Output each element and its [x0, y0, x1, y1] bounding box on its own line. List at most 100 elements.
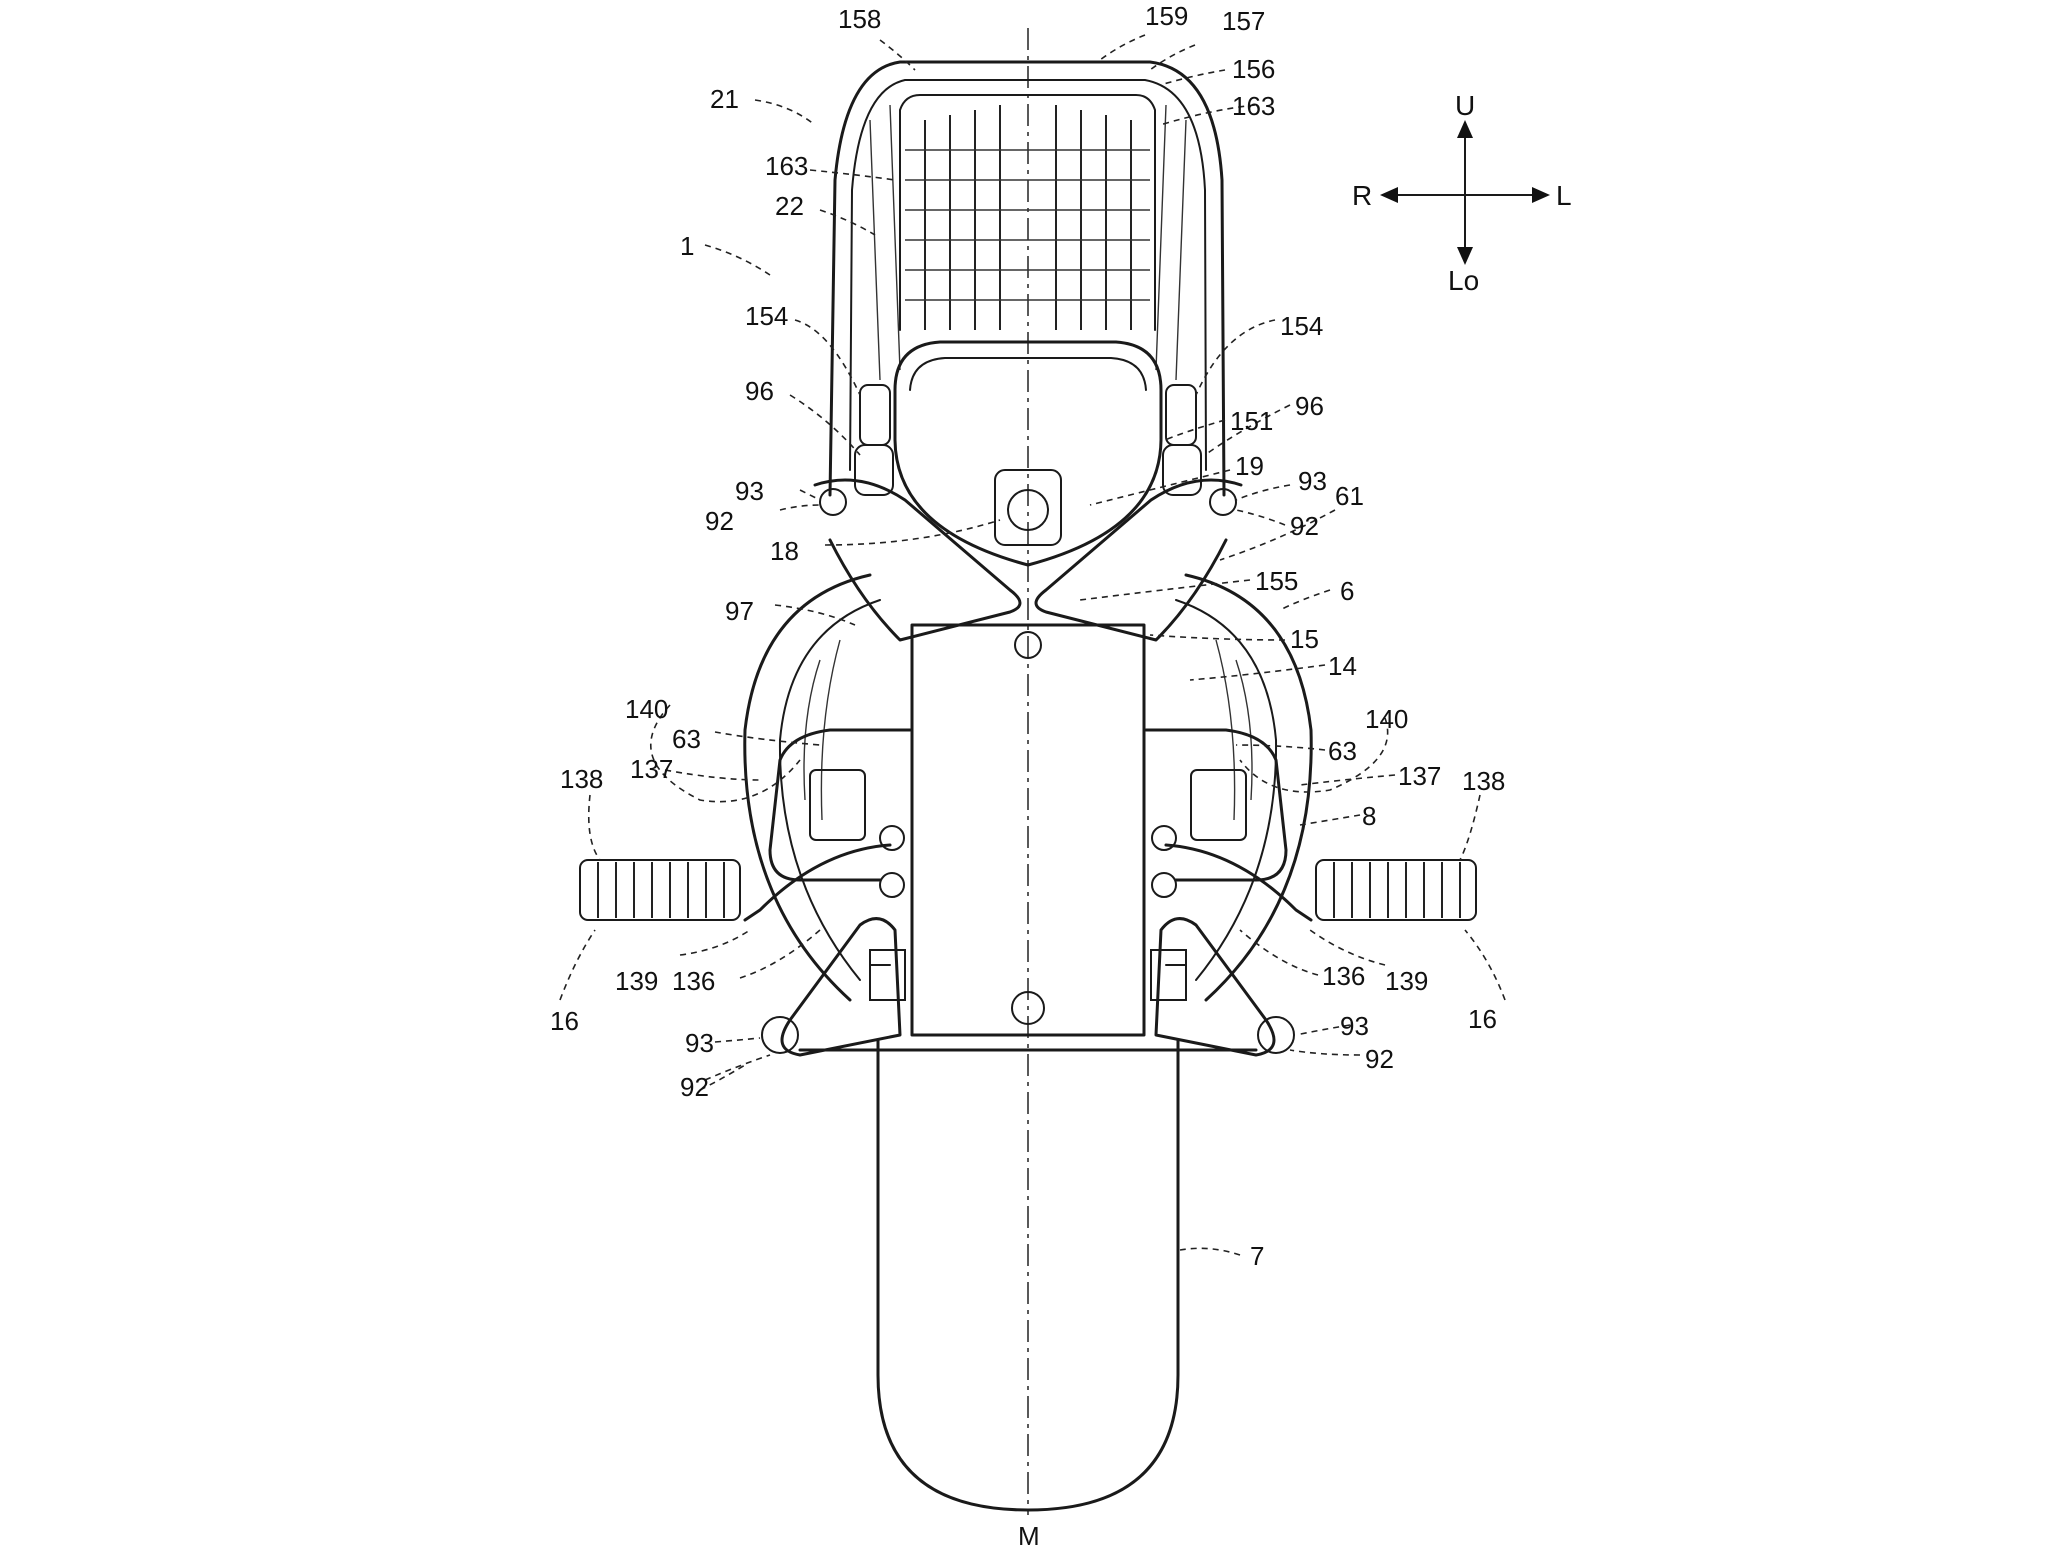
label-8: 8 — [1362, 801, 1376, 831]
label-19: 19 — [1235, 451, 1264, 481]
reference-labels: 158 159 157 156 163 21 163 22 1 154 154 … — [550, 1, 1505, 1551]
joint-left-mid — [879, 825, 905, 851]
small-parts-right — [1150, 949, 1187, 1001]
label-15: 15 — [1290, 624, 1319, 654]
pivot-93-lr — [1257, 1016, 1295, 1054]
joint-right-mid — [1151, 825, 1177, 851]
wheel-hatch-right — [1215, 639, 1253, 821]
head-housing-21 — [828, 60, 1226, 497]
label-92-lr: 92 — [1365, 1044, 1394, 1074]
label-92-ul: 92 — [705, 506, 734, 536]
handle-arm-right — [1164, 843, 1313, 922]
label-21: 21 — [710, 84, 739, 114]
label-151: 151 — [1230, 406, 1273, 436]
pivot-93-ur — [1209, 488, 1237, 516]
label-163-right: 163 — [1232, 91, 1275, 121]
wheel-inner-right — [1175, 599, 1278, 981]
joint-left-low — [879, 872, 905, 898]
box-bolt-top — [1014, 631, 1042, 659]
neck-19 — [994, 469, 1062, 546]
pillar-96-right — [1162, 444, 1202, 496]
label-137-left: 137 — [630, 754, 673, 784]
actuator-right — [1190, 769, 1247, 841]
direction-indicator: U Lo R L — [1352, 90, 1572, 296]
handle-arm-left — [743, 843, 892, 922]
wheel-hatch-left — [803, 639, 841, 821]
label-63-right: 63 — [1328, 736, 1357, 766]
label-18: 18 — [770, 536, 799, 566]
pillar-96-left — [854, 444, 894, 496]
label-156: 156 — [1232, 54, 1275, 84]
small-parts-left — [869, 949, 906, 1001]
dir-up: U — [1455, 90, 1475, 121]
label-97: 97 — [725, 596, 754, 626]
dir-left: R — [1352, 180, 1372, 211]
upper-arm-right — [1034, 478, 1243, 642]
label-163-left: 163 — [765, 151, 808, 181]
label-137-right: 137 — [1398, 761, 1441, 791]
label-140-right: 140 — [1365, 704, 1408, 734]
label-M: M — [1018, 1521, 1040, 1551]
label-61: 61 — [1335, 481, 1364, 511]
actuator-left — [809, 769, 866, 841]
pivot-93-ll — [761, 1016, 799, 1054]
label-96-left: 96 — [745, 376, 774, 406]
linkage-right — [1144, 728, 1288, 882]
label-136-right: 136 — [1322, 961, 1365, 991]
label-138-left: 138 — [560, 764, 603, 794]
pillar-154-left — [859, 384, 891, 446]
label-6: 6 — [1340, 576, 1354, 606]
upper-arm-left — [813, 478, 1022, 642]
label-14: 14 — [1328, 651, 1357, 681]
lower-body-7 — [876, 1038, 1180, 1512]
lower-arm-left — [780, 917, 902, 1057]
wheel-arc-left — [743, 573, 872, 1002]
dir-down: Lo — [1448, 265, 1479, 296]
label-139-right: 139 — [1385, 966, 1428, 996]
label-7: 7 — [1250, 1241, 1264, 1271]
pillar-154-right — [1165, 384, 1197, 446]
label-16-right: 16 — [1468, 1004, 1497, 1034]
head-side-lines-right — [1155, 104, 1187, 381]
grip-138-right — [1315, 859, 1477, 921]
label-93-lr: 93 — [1340, 1011, 1369, 1041]
linkage-left — [768, 728, 912, 882]
wheel-inner-left — [778, 599, 881, 981]
label-92-ll: 92 — [680, 1072, 709, 1102]
label-154-right: 154 — [1280, 311, 1323, 341]
label-92-ur: 92 — [1290, 511, 1319, 541]
wheel-arc-right — [1184, 573, 1313, 1002]
dir-right: L — [1556, 180, 1572, 211]
label-22: 22 — [775, 191, 804, 221]
grille-area-163 — [899, 94, 1156, 331]
joint-right-low — [1151, 872, 1177, 898]
head-side-lines-left — [869, 104, 901, 381]
pivot-93-ul — [819, 488, 847, 516]
label-158: 158 — [838, 4, 881, 34]
head-inner-line — [849, 79, 1207, 471]
lower-arm-right — [1154, 917, 1276, 1057]
label-139-left: 139 — [615, 966, 658, 996]
label-136-left: 136 — [672, 966, 715, 996]
box-bolt-bottom — [1011, 991, 1045, 1025]
neck-joint — [1007, 489, 1049, 531]
leader-lines — [559, 34, 1506, 1256]
visor-inner — [909, 357, 1147, 391]
label-93-ur: 93 — [1298, 466, 1327, 496]
label-96-right: 96 — [1295, 391, 1324, 421]
visor-151 — [893, 340, 1163, 567]
label-93-ll: 93 — [685, 1028, 714, 1058]
label-16-left: 16 — [550, 1006, 579, 1036]
center-box-15 — [910, 623, 1146, 1037]
label-63-left: 63 — [672, 724, 701, 754]
label-93-ul: 93 — [735, 476, 764, 506]
label-154-left: 154 — [745, 301, 788, 331]
grip-138-left — [579, 859, 741, 921]
label-140-left: 140 — [625, 694, 668, 724]
label-138-right: 138 — [1462, 766, 1505, 796]
label-159: 159 — [1145, 1, 1188, 31]
label-1: 1 — [680, 231, 694, 261]
label-155: 155 — [1255, 566, 1298, 596]
label-157: 157 — [1222, 6, 1265, 36]
